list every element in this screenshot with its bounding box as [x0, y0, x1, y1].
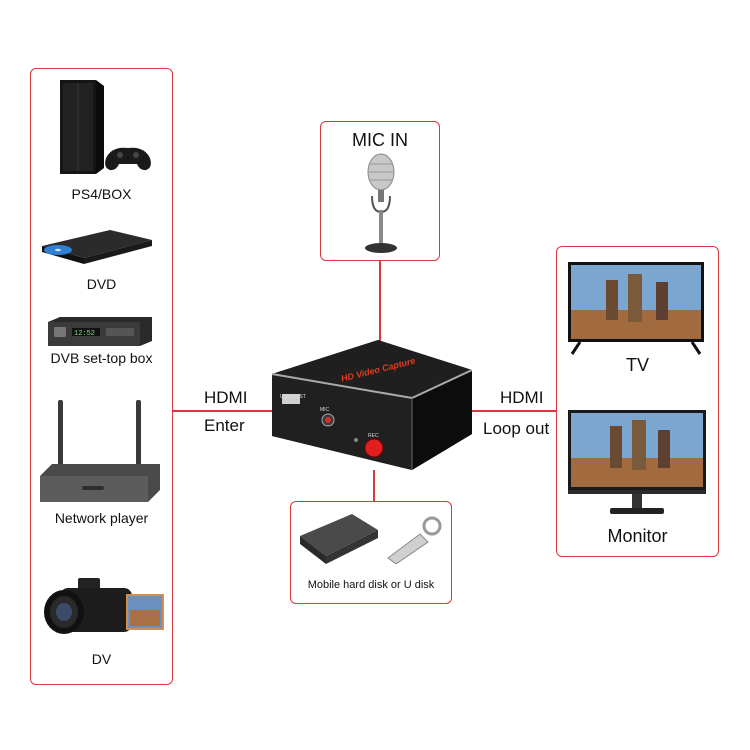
- camcorder-image: [38, 570, 166, 644]
- dvb-label: DVB set-top box: [50, 350, 153, 366]
- dvd-label: DVD: [86, 276, 117, 292]
- storage-label: Mobile hard disk or U disk: [307, 579, 435, 591]
- line-left-to-device: [172, 410, 272, 412]
- usb-disk-image: [384, 514, 444, 565]
- enter-label: Enter: [204, 416, 245, 435]
- line-mic-to-device: [379, 260, 381, 352]
- dvd-player-image: [40, 224, 155, 266]
- loop-out-label: Loop out: [483, 419, 550, 438]
- hdmi-out-label: HDMI: [500, 388, 544, 407]
- hard-disk-image: [298, 512, 380, 568]
- tv-image: [566, 260, 706, 356]
- dv-label: DV: [91, 651, 112, 667]
- line-device-to-storage: [373, 470, 375, 502]
- microphone-icon: [362, 152, 402, 256]
- hd-video-capture-device: [268, 340, 474, 474]
- hdmi-in-label: HDMI: [204, 388, 248, 407]
- monitor-image: [566, 408, 708, 518]
- ps4-console-image: [58, 78, 158, 176]
- ps4-label: PS4/BOX: [71, 186, 132, 202]
- mic-port-label: MIC: [320, 407, 330, 413]
- monitor-label: Monitor: [607, 526, 668, 546]
- svg-text:12:52: 12:52: [74, 330, 95, 338]
- usb-host-label: USB-HOST: [280, 394, 306, 400]
- network-player-image: [38, 396, 162, 504]
- mic-label: MIC IN: [352, 130, 408, 150]
- tv-label: TV: [625, 355, 649, 375]
- network-player-label: Network player: [54, 510, 149, 526]
- line-device-to-right: [470, 410, 556, 412]
- dvb-set-top-box-image: 12:52: [46, 316, 154, 348]
- rec-label: REC: [368, 433, 379, 439]
- source-devices-panel: [30, 68, 173, 685]
